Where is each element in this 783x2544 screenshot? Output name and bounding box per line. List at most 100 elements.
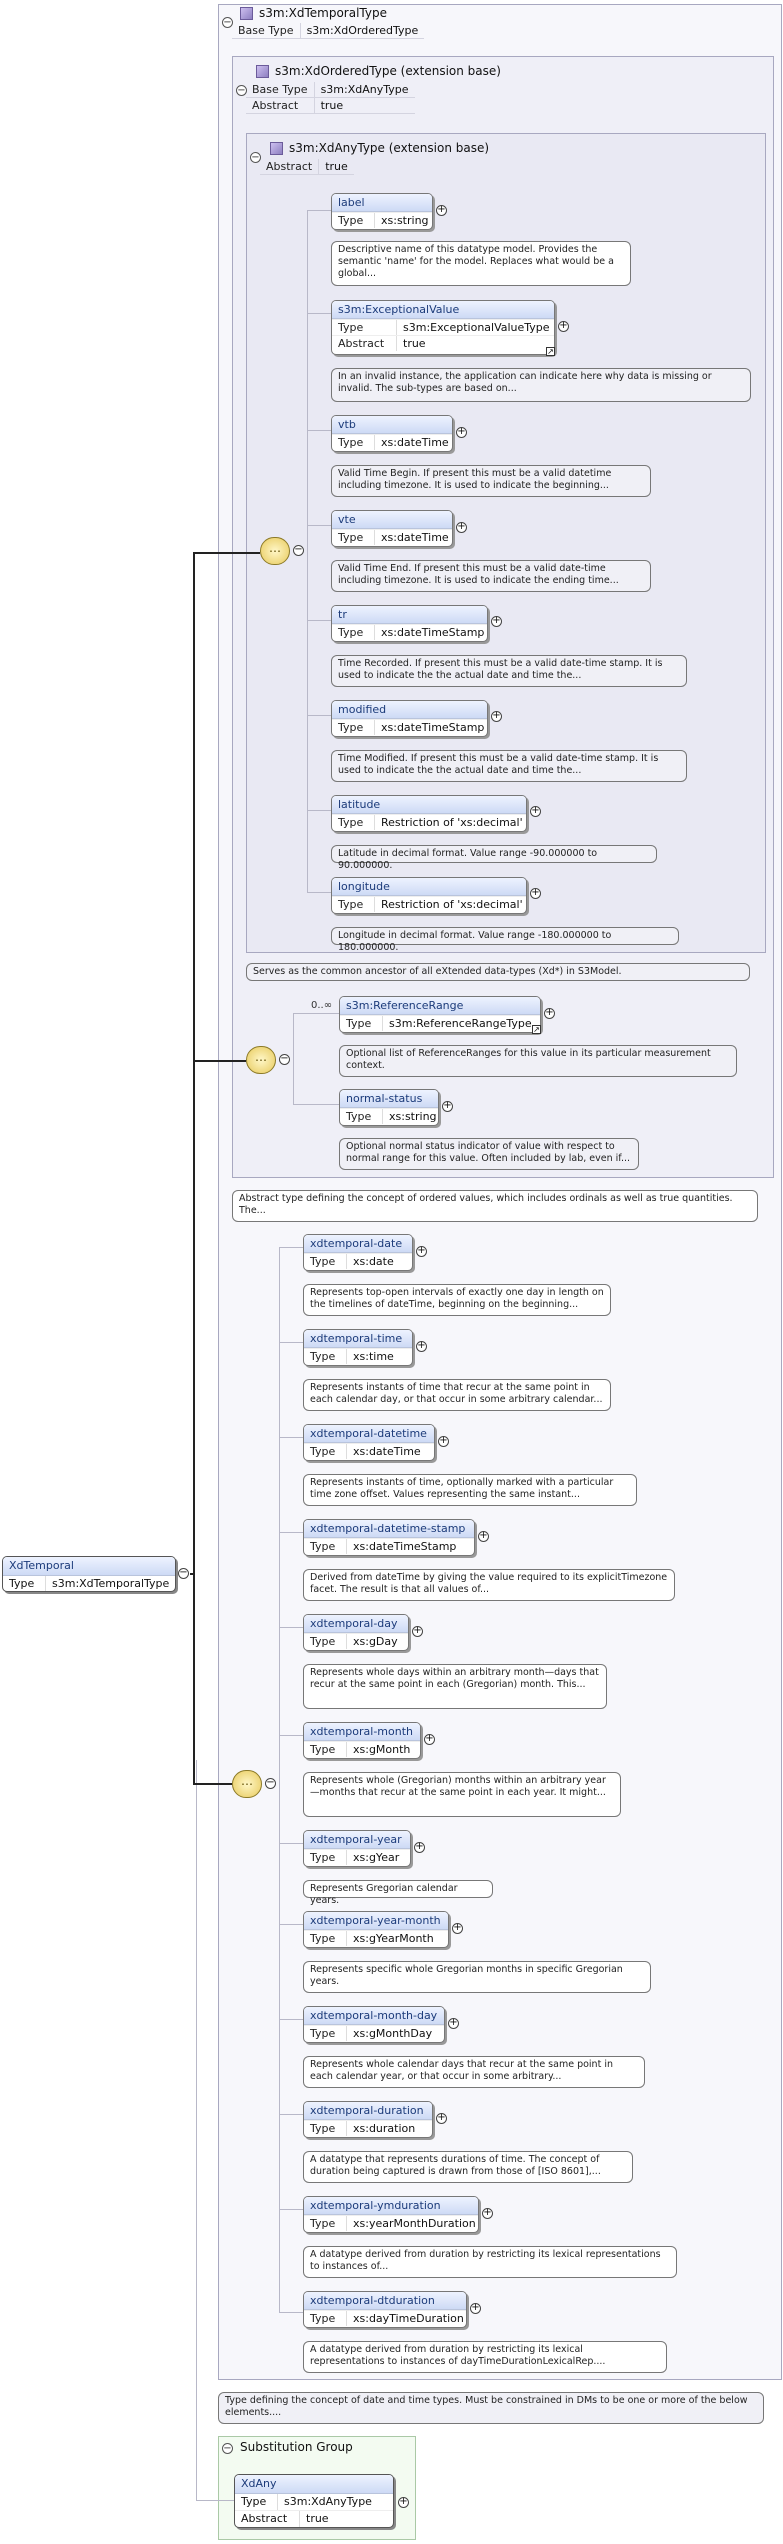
- expand-toggle[interactable]: +: [442, 1100, 453, 1112]
- element-documentation: Valid Time End. If present this must be …: [331, 560, 651, 592]
- expand-toggle[interactable]: +: [530, 805, 541, 817]
- type-value: xs:dayTimeDuration: [353, 2312, 464, 2325]
- expand-toggle[interactable]: +: [456, 426, 467, 438]
- element-name: xdtemporal-datetime: [304, 1425, 434, 1443]
- element-name: tr: [332, 606, 487, 624]
- expand-toggle[interactable]: +: [448, 2017, 459, 2029]
- expand-toggle[interactable]: +: [470, 2302, 481, 2314]
- expand-toggle[interactable]: +: [416, 1245, 427, 1257]
- expand-toggle[interactable]: +: [544, 1007, 555, 1019]
- expand-toggle[interactable]: +: [452, 1922, 463, 1934]
- ordered-type-sequence-toggle[interactable]: −: [279, 1053, 290, 1065]
- element-name: xdtemporal-day: [304, 1615, 408, 1633]
- type-value: xs:dateTime: [381, 531, 449, 544]
- ordered-type-title-text: s3m:XdOrderedType (extension base): [275, 64, 501, 78]
- element-name: xdtemporal-datetime-stamp: [304, 1520, 474, 1538]
- expand-toggle[interactable]: +: [398, 2496, 409, 2508]
- expand-toggle[interactable]: +: [424, 1733, 435, 1745]
- type-value: s3m:XdTemporalType: [52, 1577, 170, 1590]
- abstract-value: true: [306, 2512, 329, 2525]
- element-documentation: Time Modified. If present this must be a…: [331, 750, 687, 782]
- connector: [307, 715, 331, 716]
- expand-toggle[interactable]: +: [478, 1530, 489, 1542]
- ordered-type-sequence-bracket: [293, 1013, 294, 1104]
- expand-toggle[interactable]: +: [414, 1841, 425, 1853]
- expand-toggle[interactable]: +: [530, 887, 541, 899]
- expand-toggle[interactable]: +: [558, 320, 569, 332]
- reference-link-icon[interactable]: ↗: [546, 347, 555, 356]
- connector: [279, 2312, 303, 2313]
- temporal-type-sequence-toggle[interactable]: −: [265, 1777, 276, 1789]
- element-name: xdtemporal-time: [304, 1330, 412, 1348]
- connector: [307, 525, 331, 526]
- type-label: Type: [304, 1254, 347, 1269]
- temporal-type-title: s3m:XdTemporalType: [240, 4, 387, 22]
- occurrence-label: 0..∞: [311, 1000, 333, 1011]
- expand-toggle[interactable]: +: [436, 2112, 447, 2124]
- connector: [279, 1843, 303, 1844]
- abstract-value: true: [314, 97, 415, 114]
- element-name: normal-status: [340, 1090, 438, 1108]
- element-name: xdtemporal-year-month: [304, 1912, 448, 1930]
- type-value: xs:string: [389, 1110, 437, 1123]
- connector: [307, 313, 331, 314]
- element-documentation: Descriptive name of this datatype model.…: [331, 241, 631, 286]
- connector: [279, 2209, 303, 2210]
- type-label: Type: [304, 2311, 347, 2326]
- expand-toggle[interactable]: +: [482, 2207, 493, 2219]
- expand-toggle[interactable]: +: [412, 1625, 423, 1637]
- type-value: xs:yearMonthDuration: [353, 2217, 476, 2230]
- element-documentation: Optional list of ReferenceRanges for thi…: [339, 1045, 737, 1077]
- root-collapse-toggle[interactable]: −: [178, 1567, 189, 1579]
- substitution-group-collapse-toggle[interactable]: −: [222, 2443, 233, 2454]
- reference-link-icon[interactable]: ↗: [532, 1025, 541, 1034]
- type-label: Type: [332, 435, 375, 450]
- any-type-collapse-toggle[interactable]: −: [250, 152, 261, 163]
- element-documentation: Represents whole days within an arbitrar…: [303, 1664, 607, 1709]
- expand-toggle[interactable]: +: [491, 710, 502, 722]
- substitution-connector: [196, 2500, 234, 2501]
- any-type-title: s3m:XdAnyType (extension base): [270, 139, 489, 157]
- type-label: Type: [332, 320, 397, 335]
- type-value: xs:dateTimeStamp: [381, 721, 485, 734]
- expand-toggle[interactable]: +: [436, 204, 447, 216]
- element-documentation: A datatype that represents durations of …: [303, 2151, 633, 2183]
- element-documentation: Represents instants of time that recur a…: [303, 1379, 611, 1411]
- element-name: xdtemporal-date: [304, 1235, 412, 1253]
- root-element-name: XdTemporal: [3, 1557, 175, 1576]
- any-type-sequence-toggle[interactable]: −: [293, 544, 304, 556]
- element-name: xdtemporal-ymduration: [304, 2197, 478, 2215]
- expand-toggle[interactable]: +: [438, 1435, 449, 1447]
- expand-toggle[interactable]: +: [456, 521, 467, 533]
- expand-toggle[interactable]: +: [491, 615, 502, 627]
- substitution-connector: [196, 1760, 197, 2500]
- expand-toggle[interactable]: +: [416, 1340, 427, 1352]
- temporal-type-collapse-toggle[interactable]: −: [222, 17, 233, 28]
- type-label: Type: [304, 1931, 347, 1946]
- base-type-value: s3m:XdAnyType: [314, 82, 415, 98]
